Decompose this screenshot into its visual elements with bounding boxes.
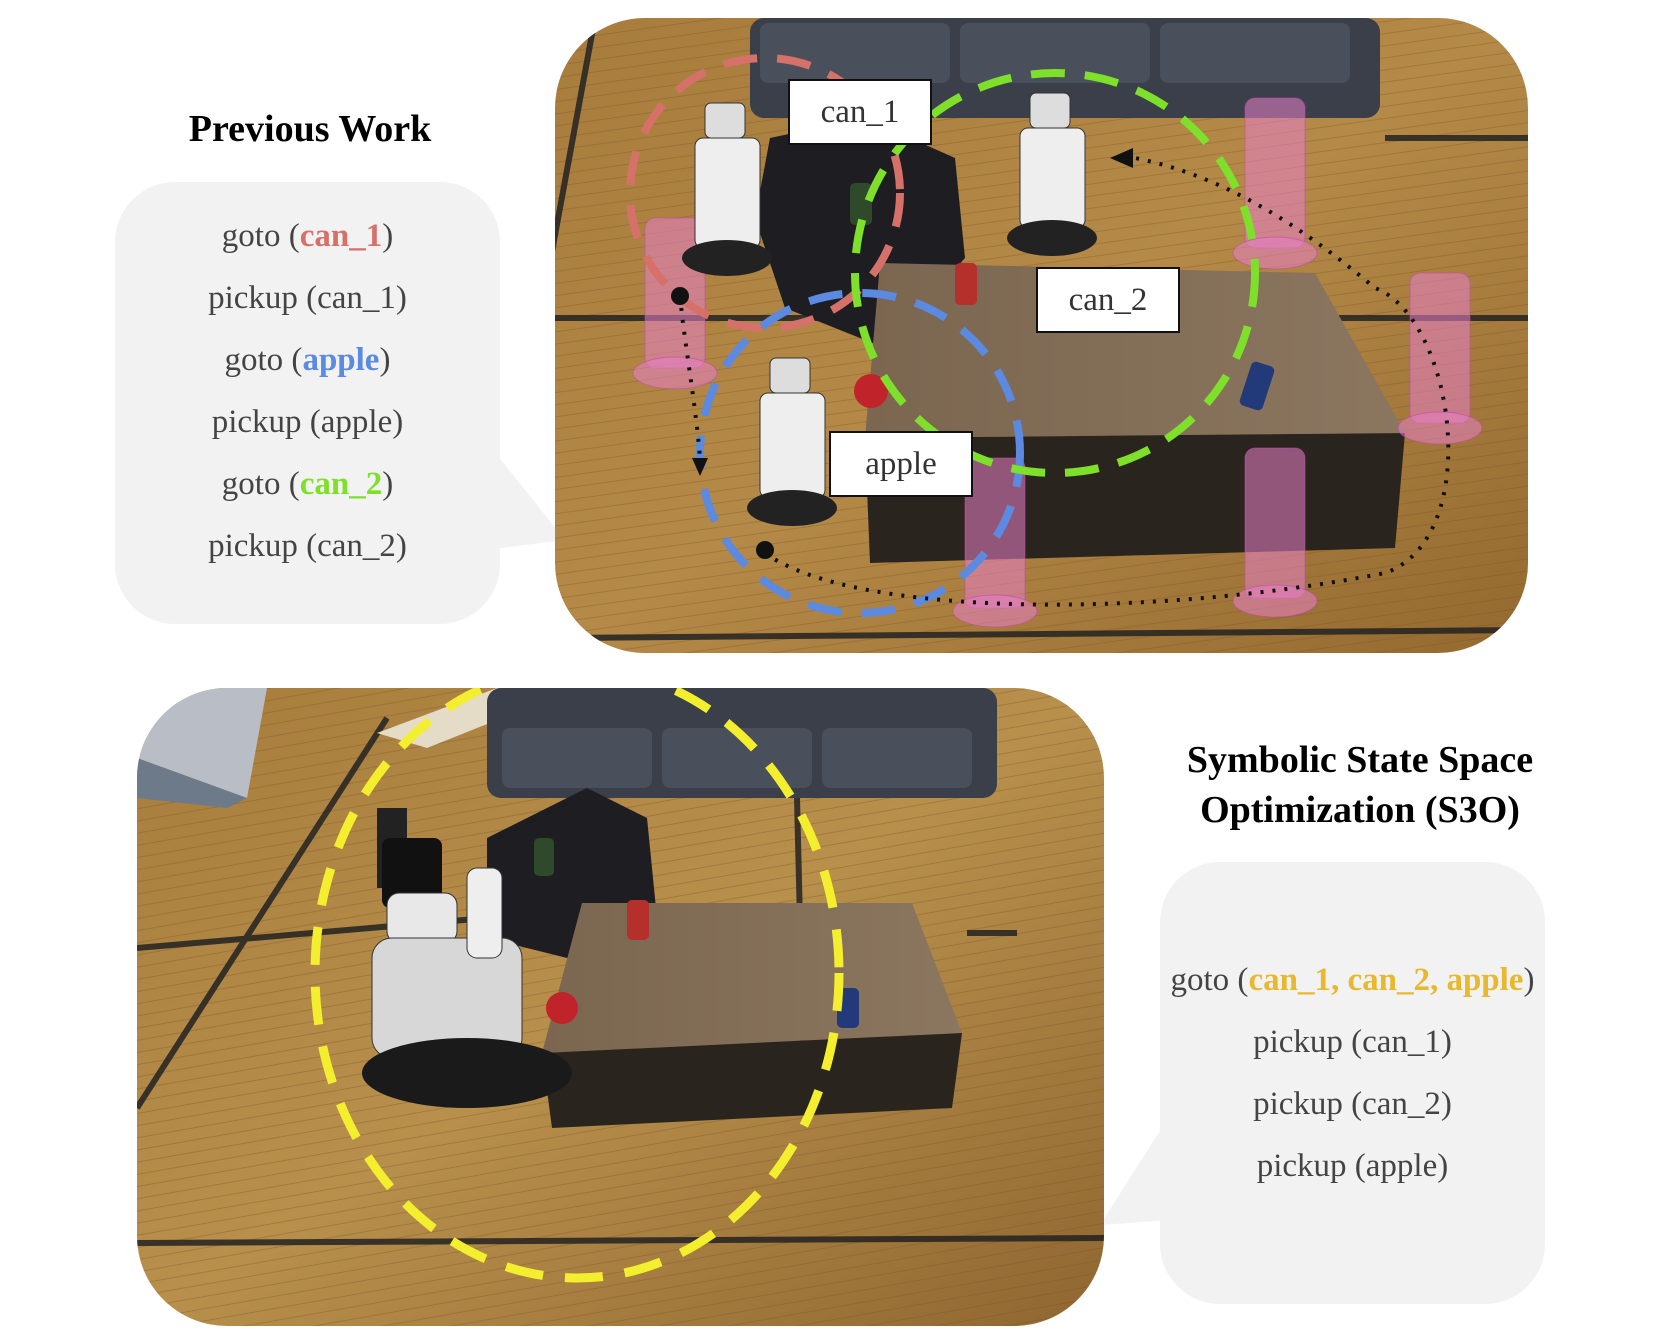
label-can-1: can_1 xyxy=(788,79,932,145)
apple-object xyxy=(546,992,578,1024)
can-object xyxy=(534,838,554,876)
plan-line: pickup (apple) xyxy=(211,404,404,440)
apple-object xyxy=(854,374,888,408)
can1-region xyxy=(626,54,904,332)
s3o-title-line2: Optimization (S3O) xyxy=(1200,789,1520,831)
s3o-title: Symbolic State Space Optimization (S3O) xyxy=(1140,735,1580,835)
label-can-2: can_2 xyxy=(1036,267,1180,333)
robot xyxy=(682,102,772,276)
robot xyxy=(362,808,572,1108)
plan-line: pickup (can_2) xyxy=(1253,1086,1452,1122)
can-object xyxy=(850,183,872,225)
plan-line: pickup (can_2) xyxy=(208,528,407,564)
ghost-robot xyxy=(1232,447,1318,618)
plan-line: pickup (apple) xyxy=(1256,1148,1449,1184)
robot xyxy=(747,357,837,526)
s3o-scene xyxy=(137,688,1104,1326)
can-object xyxy=(627,900,649,940)
previous-work-scene: can_1 can_2 apple xyxy=(555,18,1528,653)
plan-line: pickup (can_1) xyxy=(1253,1024,1452,1060)
s3o-plan-bubble: goto (can_1, can_2, apple) pickup (can_1… xyxy=(1160,862,1545,1304)
s3o-title-line1: Symbolic State Space xyxy=(1186,739,1534,781)
robot xyxy=(1007,92,1097,256)
plan-line: goto (can_1, can_2, apple) xyxy=(1170,962,1535,998)
plan-line: goto (can_1) xyxy=(221,218,394,254)
plan-line: pickup (can_1) xyxy=(208,280,407,316)
s3o-region xyxy=(310,688,844,1283)
previous-work-plan-bubble: goto (can_1) pickup (can_1) goto (apple)… xyxy=(115,182,500,624)
can-object xyxy=(955,263,977,305)
previous-work-title: Previous Work xyxy=(188,108,432,150)
can2-region xyxy=(851,69,1259,477)
ghost-robot xyxy=(1232,97,1318,270)
coffee-table xyxy=(542,903,962,1128)
robot-path xyxy=(678,156,1451,607)
sofa xyxy=(487,688,997,798)
plan-line: goto (apple) xyxy=(224,342,391,378)
label-apple: apple xyxy=(829,431,973,497)
can-object xyxy=(1239,361,1275,411)
plan-line: goto (can_2) xyxy=(221,466,394,502)
previous-work-bubble-tail xyxy=(485,440,565,550)
ghost-robot xyxy=(1397,272,1483,445)
s3o-bubble-tail xyxy=(1100,1115,1170,1225)
